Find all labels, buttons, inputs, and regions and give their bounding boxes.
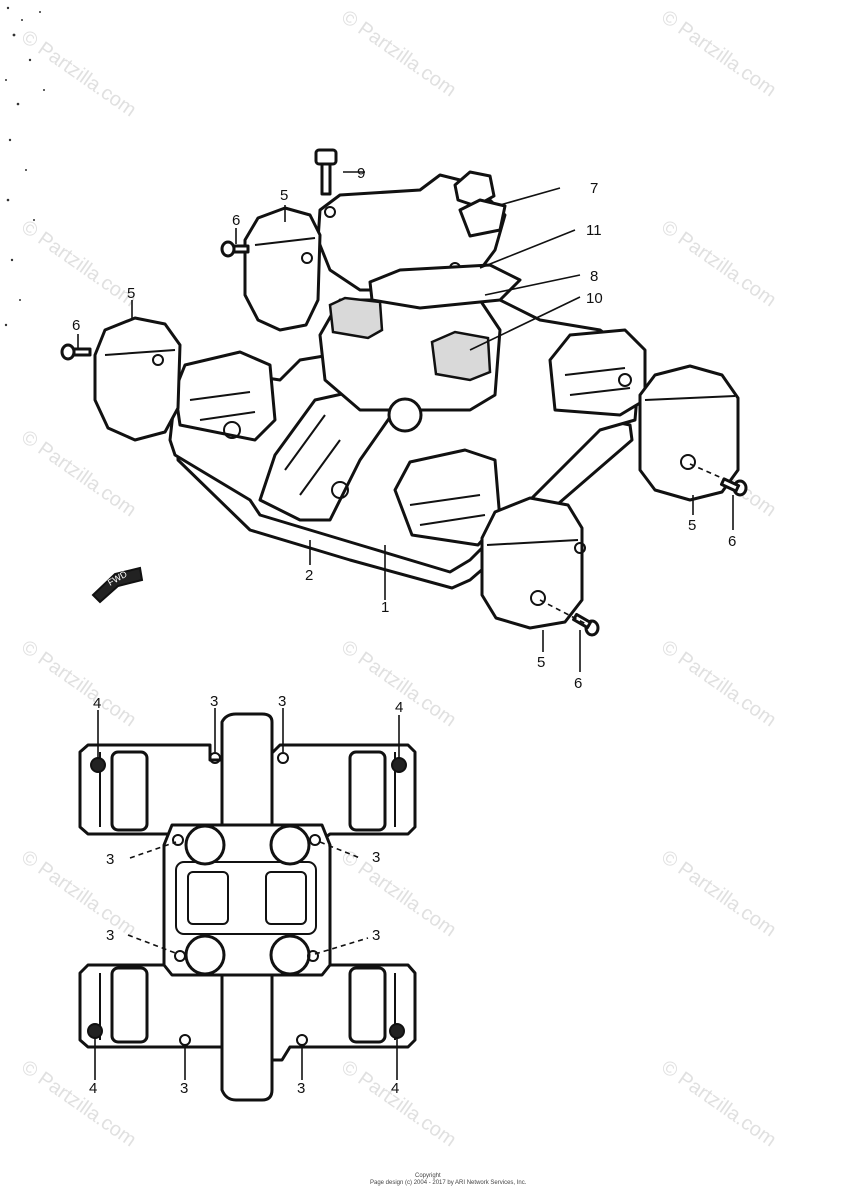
plan-corner-bolt: [389, 1023, 405, 1039]
plan-corner-bolt: [87, 1023, 103, 1039]
callout-2: 2: [305, 567, 313, 584]
cover-plug-hole: [387, 397, 423, 433]
breather-plate: [328, 296, 384, 340]
watermark: © Partzilla.com: [17, 1056, 140, 1151]
watermark: © Partzilla.com: [657, 216, 780, 311]
callout-8: 8: [590, 268, 598, 285]
watermark: © Partzilla.com: [17, 846, 140, 941]
callout-4-top-right: 4: [395, 699, 403, 716]
watermark: © Partzilla.com: [17, 216, 140, 311]
callout-3-bottom-a: 3: [180, 1080, 188, 1097]
callout-6-rear-left: 6: [232, 212, 240, 229]
callout-5-front-left: 5: [127, 285, 135, 302]
callout-3-bottom-b: 3: [297, 1080, 305, 1097]
screw: [719, 477, 748, 497]
plan-cam-pad: [348, 966, 387, 1044]
plan-cam-pad: [110, 966, 149, 1044]
callout-9: 9: [357, 165, 365, 182]
breather-cover-boss: [458, 198, 507, 238]
callout-4-bottom-left: 4: [89, 1080, 97, 1097]
plan-corner-bolt: [391, 757, 407, 773]
callout-4-top-left: 4: [93, 695, 101, 712]
plan-plug-hole: [184, 824, 226, 866]
footer-copyright: Copyright: [415, 1173, 441, 1179]
callout-4-bottom-right: 4: [391, 1080, 399, 1097]
callout-10: 10: [586, 290, 603, 307]
watermark: © Partzilla.com: [657, 636, 780, 731]
callout-3-mid-left-upper: 3: [106, 851, 114, 868]
watermark: © Partzilla.com: [17, 636, 140, 731]
plan-cam-pad: [348, 750, 387, 832]
plan-cam-pad: [110, 750, 149, 832]
callout-3-top-a: 3: [210, 693, 218, 710]
callout-5-front-right: 5: [537, 654, 545, 671]
forward-direction-arrow: FWD: [91, 566, 144, 604]
footer-credit: Page design (c) 2004 - 2017 by ARI Netwo…: [370, 1180, 527, 1186]
watermark: © Partzilla.com: [17, 426, 140, 521]
callout-6-front-left: 6: [72, 317, 80, 334]
callout-5-rear-left: 5: [280, 187, 288, 204]
plan-plug-hole: [269, 824, 311, 866]
watermark: © Partzilla.com: [337, 846, 460, 941]
cover-cam-hump-front: [393, 448, 502, 547]
end-cap-front-left: [93, 316, 182, 442]
watermark: © Partzilla.com: [337, 1056, 460, 1151]
scan-noise: [4, 6, 45, 327]
plan-corner-bolt: [90, 757, 106, 773]
screw: [220, 240, 250, 258]
callout-3-mid-right-lower: 3: [372, 927, 380, 944]
end-cap-rear-left: [243, 206, 322, 332]
callout-3-mid-right-upper: 3: [372, 849, 380, 866]
watermark: © Partzilla.com: [657, 846, 780, 941]
breather-outlet-nipple: [453, 170, 496, 208]
watermark: © Partzilla.com: [657, 6, 780, 101]
callout-3-mid-left-lower: 3: [106, 927, 114, 944]
bolt: [314, 148, 338, 196]
plan-plug-hole: [269, 934, 311, 976]
callout-5-rear-right: 5: [688, 517, 696, 534]
head-cover-plan-view: [78, 712, 417, 1102]
cover-cam-hump-right: [548, 328, 647, 417]
callout-7: 7: [590, 180, 598, 197]
plan-plug-hole: [184, 934, 226, 976]
callout-6-rear-right: 6: [728, 533, 736, 550]
screw: [60, 343, 92, 361]
callout-1: 1: [381, 599, 389, 616]
breather-cover: [316, 173, 507, 292]
breather-reed: [430, 330, 492, 382]
callout-11: 11: [586, 222, 602, 239]
watermark: © Partzilla.com: [657, 1056, 780, 1151]
callout-6-front-right: 6: [574, 675, 582, 692]
watermark: © Partzilla.com: [17, 26, 140, 121]
end-cap-front-right: [480, 496, 584, 630]
screw: [572, 612, 600, 637]
watermark: © Partzilla.com: [337, 6, 460, 101]
breather-cover-gasket: [368, 263, 522, 310]
callout-3-top-b: 3: [278, 693, 286, 710]
